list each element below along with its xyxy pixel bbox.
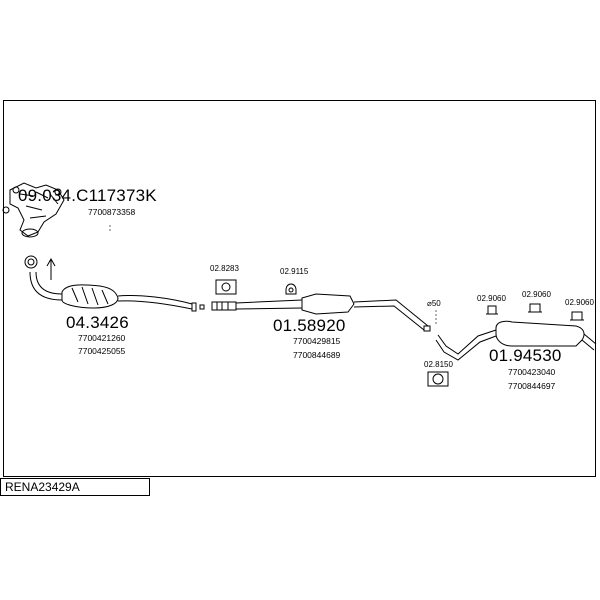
rear-silencer-part-no: 01.94530 (489, 346, 562, 365)
mount-4-drawing (570, 311, 584, 321)
catalyst-ref-1: 7700421260 (78, 333, 126, 343)
catalyst-part-no: 04.3426 (66, 313, 129, 332)
clamp-1-label: 02.8283 (210, 264, 239, 273)
middle-silencer-ref-2: 7700844689 (293, 350, 341, 360)
rear-silencer-ref-1: 7700423040 (508, 367, 556, 377)
clamp-2-drawing (427, 371, 449, 387)
middle-silencer-drawing (211, 293, 431, 332)
pipe-diameter-label: ⌀50 (427, 299, 441, 308)
middle-silencer-ref-1: 7700429815 (293, 336, 341, 346)
mount-3-label: 02.9060 (522, 290, 551, 299)
diagram-frame (3, 100, 596, 477)
manifold-gasket (24, 255, 38, 269)
mount-3-drawing (528, 303, 542, 313)
mount-4-label: 02.9060 (565, 298, 594, 307)
clamp-1-drawing (215, 279, 237, 295)
rear-silencer-ref-2: 7700844697 (508, 381, 556, 391)
mount-2-drawing (486, 305, 498, 315)
manifold-ref-1: 7700873358 (88, 207, 136, 217)
rear-silencer-drawing (435, 320, 597, 361)
mount-2-label: 02.9060 (477, 294, 506, 303)
mount-1-drawing (285, 283, 297, 295)
middle-silencer-part-no: 01.58920 (273, 316, 346, 335)
manifold-part-no: 09.034.C117373K (18, 186, 157, 205)
manifold-drawing (2, 182, 65, 238)
diagram-code: RENA23429A (0, 478, 150, 496)
catalyst-ref-2: 7700425055 (78, 346, 126, 356)
clamp-2-label: 02.8150 (424, 360, 453, 369)
mount-1-label: 02.9115 (280, 267, 309, 276)
stud-arrow (46, 257, 56, 280)
catalyst-drawing (29, 271, 205, 312)
